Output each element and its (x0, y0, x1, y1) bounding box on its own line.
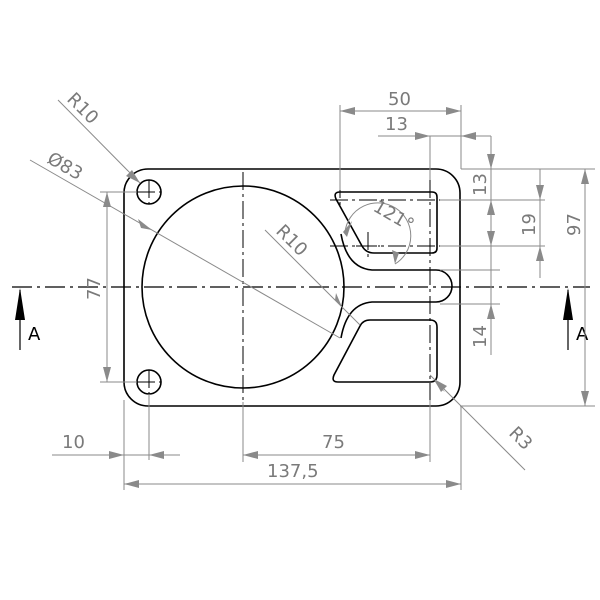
dim-slot-width: 50 (388, 89, 411, 110)
dim-hole-spacing: 77 (84, 277, 105, 300)
keyway-slot (340, 233, 453, 339)
section-line-a: A A (12, 286, 590, 350)
center-lines (137, 172, 465, 402)
dim-bore-to-slot: 75 (322, 432, 345, 453)
dimensions: R10 Ø83 77 50 13 (29, 89, 595, 490)
dim-lower-slot-offset: 14 (470, 325, 491, 348)
dim-inner-radius: R3 (504, 423, 536, 455)
dim-overall-height: 97 (564, 213, 585, 236)
dim-corner-radius: R10 (62, 89, 102, 129)
upper-pocket (334, 191, 438, 254)
dim-slot-angle: 121° (370, 196, 418, 236)
dim-slot-height: 19 (519, 213, 540, 236)
dim-slot-fillet-radius: R10 (271, 221, 311, 261)
dim-slot-top-offset: 13 (470, 173, 491, 196)
section-label-left: A (28, 324, 41, 345)
dim-slot-offset: 13 (385, 114, 408, 135)
section-label-right: A (576, 324, 589, 345)
lower-pocket (332, 319, 438, 383)
dim-hole-edge-offset: 10 (62, 432, 85, 453)
dim-bore-diameter: Ø83 (44, 148, 87, 185)
plate-outline (123, 168, 461, 407)
dim-overall-width: 137,5 (267, 461, 319, 482)
